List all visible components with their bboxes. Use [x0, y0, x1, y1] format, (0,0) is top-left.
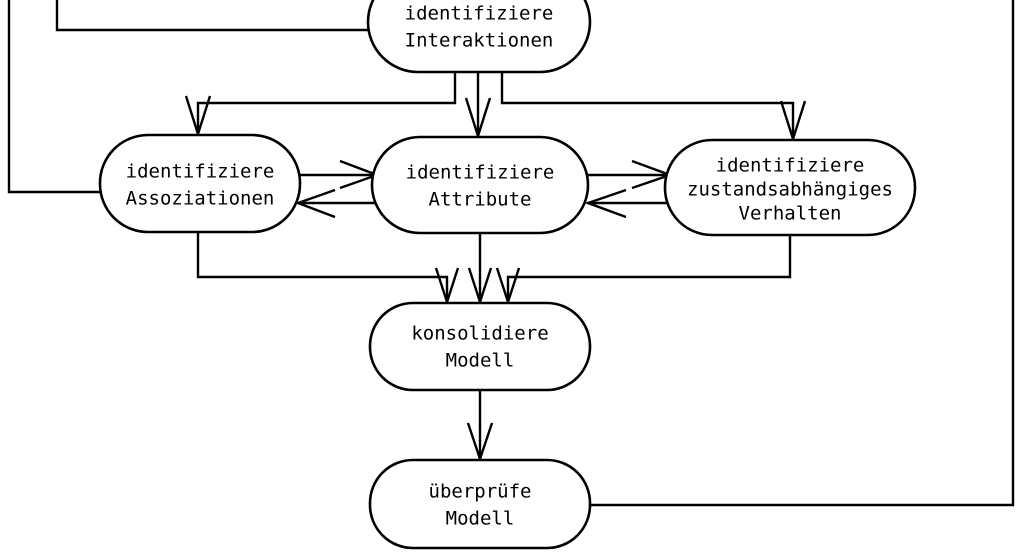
node-label-interaktionen-line1: identifiziere: [405, 3, 554, 25]
edge-verhalten-to-konsolidiere: [495, 236, 792, 306]
node-label-konsolidiere-line1: konsolidiere: [411, 323, 548, 345]
edge-assoziationen-to-konsolidiere: [196, 233, 460, 306]
node-label-konsolidiere-line2: Modell: [446, 350, 515, 372]
node-label-ueberpruefe-line2: Modell: [446, 508, 515, 530]
node-identifiziere-attribute[interactable]: identifiziere Attribute: [370, 135, 590, 235]
edge-konsolidiere-to-ueberpruefe: [466, 390, 494, 463]
node-label-ueberpruefe-line1: überprüfe: [429, 481, 532, 503]
node-shape-assoziationen: [98, 133, 302, 234]
node-label-assoziationen-line2: Assoziationen: [126, 188, 275, 210]
edge-interaktionen-to-assoziationen: [184, 72, 457, 138]
node-identifiziere-interaktionen[interactable]: identifiziere Interaktionen: [366, 0, 592, 74]
node-ueberpruefe-modell[interactable]: überprüfe Modell: [368, 458, 592, 550]
edge-interaktionen-to-verhalten: [500, 72, 807, 143]
node-shape-konsolidiere: [368, 301, 592, 392]
node-label-verhalten-line1: identifiziere: [716, 155, 865, 177]
node-identifiziere-zustandsabhaengiges-verhalten[interactable]: identifiziere zustandsabhängiges Verhalt…: [663, 138, 917, 237]
node-shape-verhalten: [663, 138, 917, 237]
edge-attribute-to-konsolidiere: [467, 233, 493, 306]
node-label-verhalten-line3: Verhalten: [739, 203, 842, 225]
edge-assoziationen-feedback-left: [7, 0, 101, 194]
node-label-attribute-line2: Attribute: [429, 189, 532, 211]
node-identifiziere-assoziationen[interactable]: identifiziere Assoziationen: [98, 133, 302, 234]
edge-ueberpruefe-feedback-right: [590, 0, 1015, 507]
node-shape-ueberpruefe: [368, 458, 592, 550]
edge-assoziationen-to-attribute: [297, 159, 381, 190]
node-shape-attribute: [370, 135, 590, 235]
edge-verhalten-to-attribute: [584, 188, 669, 219]
edge-attribute-to-verhalten: [586, 159, 674, 190]
node-label-assoziationen-line1: identifiziere: [126, 161, 275, 183]
edge-offscreen-left-to-interaktionen: [55, 0, 369, 32]
node-label-interaktionen-line2: Interaktionen: [405, 30, 554, 52]
edge-attribute-to-assoziationen: [294, 188, 376, 219]
node-shape-interaktionen: [366, 0, 592, 74]
node-label-verhalten-line2: zustandsabhängiges: [687, 179, 893, 201]
edge-interaktionen-to-attribute: [464, 72, 492, 140]
node-label-attribute-line1: identifiziere: [406, 162, 555, 184]
node-konsolidiere-modell[interactable]: konsolidiere Modell: [368, 301, 592, 392]
